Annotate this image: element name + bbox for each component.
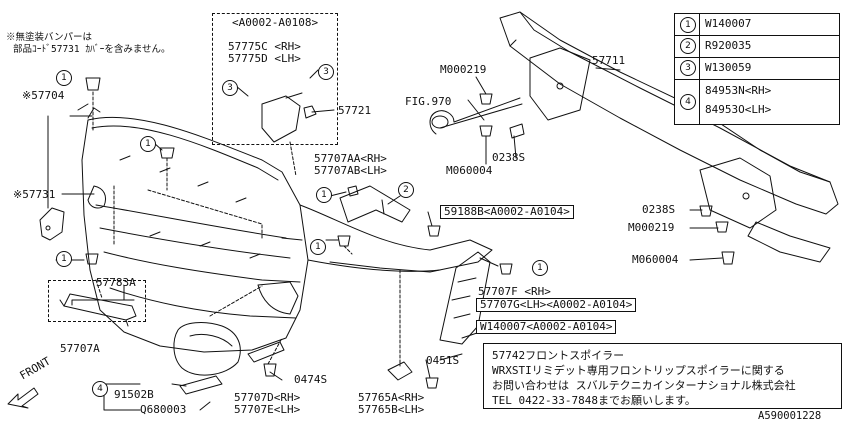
bracket-57775-drawing — [261, 95, 317, 143]
callout-circle-1: 1 — [316, 187, 332, 203]
info-line-4: TEL 0422-33-7848までお願いします。 — [492, 394, 696, 407]
callout-circle-1: 1 — [56, 70, 72, 86]
detail-box-top — [212, 13, 338, 145]
legend-table: 1 W140007 2 R920035 3 W130059 4 84953N<R… — [674, 13, 840, 125]
callout-circle-1: 1 — [140, 136, 156, 152]
callout-circle-3: 3 — [222, 80, 238, 96]
legend-row-1: 1 W140007 — [675, 14, 839, 36]
bracket-57707aa-drawing — [339, 185, 411, 223]
label-0238s-top: 0238S — [492, 151, 526, 164]
info-line-2: WRXSTIリミデット専用フロントリップスポイラーに関する — [492, 364, 785, 377]
leader-lines-dashed — [92, 91, 401, 367]
bumper-face-drawing — [81, 107, 309, 353]
label-57707ab: 57707AB<LH> — [314, 164, 387, 177]
cover-57731-drawing — [39, 185, 107, 241]
spoiler-info-box: 57742フロントスポイラー WRXSTIリミデット専用フロントリップスポイラー… — [483, 343, 842, 409]
legend-part-4-rh: 84953N<RH> — [705, 84, 772, 97]
label-57707f: 57707F <RH> — [478, 285, 551, 298]
label-m000219-top: M000219 — [440, 63, 487, 76]
legend-row-2: 2 R920035 — [675, 35, 839, 58]
label-m060004-top: M060004 — [446, 164, 493, 177]
label-q680003: Q680003 — [140, 403, 187, 416]
label-57721: 57721 — [338, 104, 372, 117]
bracket-57707d-drawing — [247, 341, 285, 363]
callout-circle-3: 3 — [318, 64, 334, 80]
label-57704: ※57704 — [22, 89, 65, 102]
legend-part-4-lh: 84953O<LH> — [705, 103, 772, 116]
note-unpainted-line2: 部品ｺｰﾄﾞ57731 ｶﾊﾞｰを含みません。 — [13, 44, 171, 55]
callout-circle-4: 4 — [92, 381, 108, 397]
legend-part-2: R920035 — [705, 39, 752, 52]
legend-part-3: W130059 — [705, 61, 752, 74]
clip-57765-drawing — [387, 361, 413, 381]
legend-circle-2: 2 — [680, 38, 696, 54]
callout-circle-2: 2 — [398, 182, 414, 198]
label-57707aa: 57707AA<RH> — [314, 152, 387, 165]
front-arrow-drawing — [7, 387, 39, 409]
info-line-3: お問い合わせは スバルテクニカインターナショナル株式会社 — [492, 379, 796, 392]
label-57775c: 57775C <RH> — [228, 40, 301, 53]
detail-box-left — [48, 280, 146, 322]
label-57765b: 57765B<LH> — [358, 403, 425, 416]
legend-circle-1: 1 — [680, 17, 696, 33]
label-0238s-right: 0238S — [642, 203, 676, 216]
diagram-id: A590001228 — [758, 410, 822, 422]
label-57783a: 57783A — [96, 276, 136, 289]
label-57775d: 57775D <LH> — [228, 52, 301, 65]
label-m060004-right: M060004 — [632, 253, 679, 266]
label-57707e: 57707E<LH> — [234, 403, 301, 416]
callout-circle-1: 1 — [56, 251, 72, 267]
callout-circle-1: 1 — [532, 260, 548, 276]
info-line-1: 57742フロントスポイラー — [492, 349, 625, 362]
label-57731: ※57731 — [13, 188, 56, 201]
label-fig970: FIG.970 — [405, 95, 452, 108]
legend-row-4: 4 84953N<RH> 84953O<LH> — [675, 79, 839, 124]
label-0451s: 0451S — [426, 354, 460, 367]
label-m000219-right: M000219 — [628, 221, 675, 234]
legend-row-3: 3 W130059 — [675, 57, 839, 80]
label-0474s: 0474S — [294, 373, 328, 386]
label-57765a: 57765A<RH> — [358, 391, 425, 404]
note-unpainted-line1: ※無塗装バンパーは — [6, 32, 92, 43]
label-57711: 57711 — [592, 54, 626, 67]
label-serial-range-top: <A0002-A0108> — [232, 16, 319, 29]
legend-circle-3: 3 — [680, 60, 696, 76]
bumper-beam-drawing — [499, 11, 839, 263]
label-w140007-range: W140007<A0002-A0104> — [476, 320, 617, 334]
label-91502b: 91502B — [114, 388, 154, 401]
legend-part-1: W140007 — [705, 17, 752, 30]
legend-circle-4: 4 — [680, 94, 696, 110]
bumper-side-drawing — [299, 204, 493, 273]
label-57707d: 57707D<RH> — [234, 391, 301, 404]
fasteners-drawing — [85, 77, 735, 389]
label-59188b: 59188B<A0002-A0104> — [440, 205, 574, 219]
fog-cover-drawing — [173, 322, 241, 376]
callout-circle-1: 1 — [310, 239, 326, 255]
part-91502b-drawing — [179, 375, 223, 395]
leader-lines — [47, 67, 723, 411]
label-57707g: 57707G<LH><A0002-A0104> — [476, 298, 637, 312]
label-57707a: 57707A — [60, 342, 100, 355]
